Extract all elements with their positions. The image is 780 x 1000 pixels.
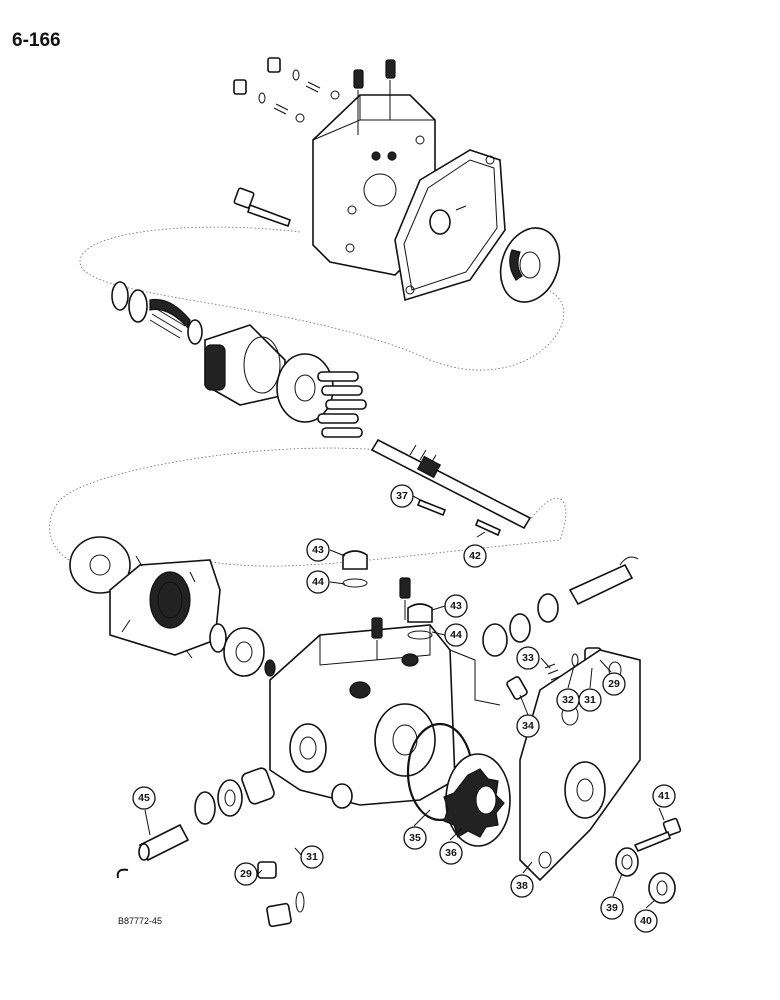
callout-c32: 32 [556,688,580,712]
cradle-bearing [209,623,276,677]
gerotor [443,753,511,847]
swashplate-cradle [109,555,221,659]
callout-circle [300,845,324,869]
callout-circle [600,896,624,920]
thrust-washer [69,536,131,594]
callout-c44b: 44 [444,623,468,647]
callout-c37: 37 [390,484,414,508]
shaft-seal-39 [615,847,639,877]
housing-plugs-and-orings [342,550,433,660]
callout-number: 32 [562,694,574,706]
shaft-key-37 [416,498,447,517]
callout-number: 40 [640,915,652,927]
callout-c39: 39 [600,896,624,920]
callout-circle [556,688,580,712]
callout-c44a: 44 [306,570,330,594]
callout-number: 38 [516,880,528,892]
top-fittings [233,57,396,135]
callout-number: 43 [312,544,324,556]
retaining-ring-45 [116,868,129,879]
callout-c33: 33 [516,646,540,670]
callout-number: 29 [608,678,620,690]
callout-c45: 45 [132,786,156,810]
page-number: 6-166 [12,30,61,51]
callout-number: 33 [522,652,534,664]
callout-number: 42 [469,550,481,562]
callout-number: 35 [409,832,421,844]
callout-circle [390,484,414,508]
callout-number: 45 [138,792,150,804]
callout-number: 43 [450,600,462,612]
callout-circle [403,826,427,850]
callout-circle [602,672,626,696]
callout-c29a: 29 [602,672,626,696]
rotating-group [111,281,367,438]
callout-circle [516,714,540,738]
side-fittings [482,556,639,657]
drive-shaft [370,438,532,530]
callout-circle [306,570,330,594]
callout-number: 36 [445,847,457,859]
callout-c38: 38 [510,874,534,898]
callout-circle [510,874,534,898]
callout-number: 39 [606,902,618,914]
callout-circle [306,538,330,562]
callout-c41: 41 [652,784,676,808]
callout-circle [444,594,468,618]
callout-number: 44 [450,629,462,641]
callout-circle [463,544,487,568]
plug-29 [257,861,277,879]
callout-c36: 36 [439,841,463,865]
callout-number: 44 [312,576,324,588]
callout-c31a: 31 [578,688,602,712]
callout-number: 31 [584,694,596,706]
callout-circle [444,623,468,647]
cover-bolt [233,187,292,228]
piston-set [317,371,367,438]
nut-40 [648,872,676,904]
callout-circle [516,646,540,670]
callout-circle [132,786,156,810]
port-plate [499,227,561,303]
cover-bolt-41 [633,817,682,853]
callout-number: 41 [658,790,670,802]
callout-c43b: 43 [444,594,468,618]
shaft-key-42 [474,518,502,537]
front-bearing [194,767,275,825]
callout-number: 29 [240,868,252,880]
callout-c31b: 31 [300,845,324,869]
cover-gasket [394,149,506,302]
pin-45 [138,823,190,862]
callout-c40: 40 [634,909,658,933]
callout-c42: 42 [463,544,487,568]
callout-number: 37 [396,490,408,502]
callout-c29b: 29 [234,862,258,886]
callout-number: 31 [306,851,318,863]
callout-circle [439,841,463,865]
callout-c35: 35 [403,826,427,850]
callout-circle [234,862,258,886]
callout-number: 34 [522,720,534,732]
callout-c43a: 43 [306,538,330,562]
callout-c34: 34 [516,714,540,738]
illustration-reference-code: B87772-45 [118,916,163,926]
callout-circle [634,909,658,933]
callout-circle [652,784,676,808]
leader-lines [144,495,665,909]
plug-lower [266,891,305,928]
